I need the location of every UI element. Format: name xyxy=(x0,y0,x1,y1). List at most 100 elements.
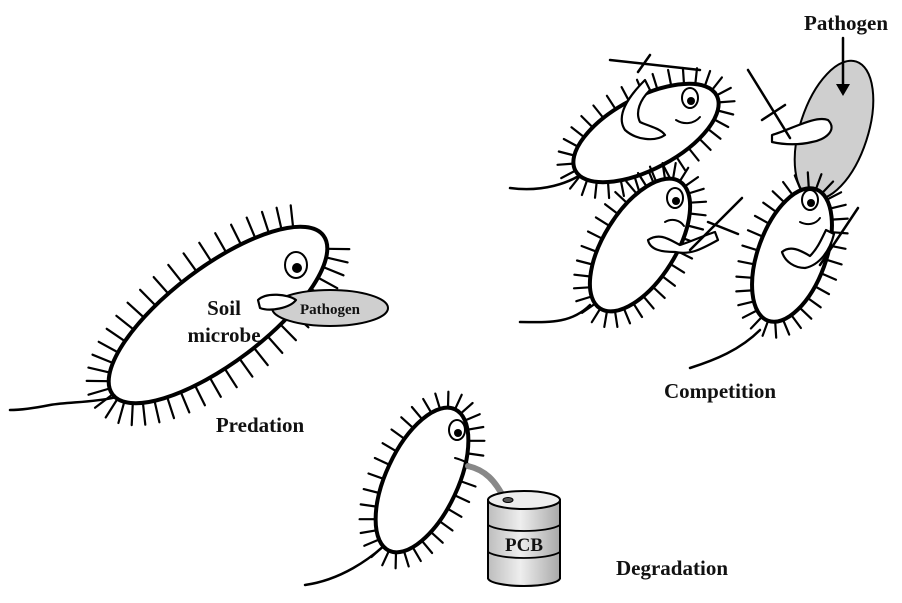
cilium xyxy=(93,355,113,363)
cilium xyxy=(392,430,405,439)
cilium xyxy=(364,540,379,546)
predation-label: Predation xyxy=(216,413,305,437)
cilium xyxy=(689,148,699,161)
predation-microbe: Pathogen Soil microbe Predation xyxy=(10,197,388,437)
cilium xyxy=(748,230,763,236)
pcb-label: PCB xyxy=(505,535,543,556)
cilium xyxy=(751,317,762,329)
cilium xyxy=(423,399,431,413)
cilium xyxy=(717,88,731,96)
cilium xyxy=(832,219,848,220)
cilium xyxy=(743,310,757,317)
cilium xyxy=(467,453,483,455)
cilium xyxy=(653,287,665,298)
cilium xyxy=(712,77,722,90)
soil-microbe-label-line2: microbe xyxy=(187,323,260,347)
cilium xyxy=(624,309,630,324)
cilium xyxy=(615,311,617,327)
cilium xyxy=(643,296,653,308)
cilium xyxy=(413,547,421,561)
competitor1-eye-icon xyxy=(682,88,698,108)
competition-group: Pathogen xyxy=(510,11,889,403)
cilium xyxy=(440,521,453,530)
pathogen-competitor-label: Pathogen xyxy=(804,11,888,35)
cilium xyxy=(595,182,597,198)
competitor2-eye-icon xyxy=(667,188,683,208)
cilium xyxy=(582,246,597,252)
predation-eye-icon xyxy=(285,252,307,278)
cilium xyxy=(154,277,169,294)
cilium xyxy=(662,276,675,286)
cilium xyxy=(763,203,776,212)
cilium xyxy=(742,246,757,251)
cilium xyxy=(561,171,575,179)
cilium xyxy=(576,297,591,302)
cilium xyxy=(460,481,475,486)
cilium xyxy=(465,414,480,420)
cilium xyxy=(89,389,110,395)
cilium xyxy=(685,177,698,186)
degrader-eye-icon xyxy=(449,420,465,440)
cilium xyxy=(435,394,440,409)
cilium xyxy=(668,70,671,86)
cilium xyxy=(736,277,752,278)
cilium xyxy=(705,71,710,86)
competition-label: Competition xyxy=(664,379,776,403)
cilium xyxy=(690,202,706,203)
cilium xyxy=(582,180,587,195)
cilium xyxy=(461,403,473,414)
cilium xyxy=(107,329,125,341)
cilium xyxy=(699,139,710,150)
cilium xyxy=(763,321,769,336)
cilium xyxy=(719,101,735,102)
cilium xyxy=(215,233,226,252)
cilium xyxy=(181,392,190,412)
cilium xyxy=(106,399,118,418)
cilium xyxy=(382,551,389,566)
cilium xyxy=(773,191,785,202)
cilium xyxy=(739,261,755,264)
cilium xyxy=(673,163,676,179)
cilium xyxy=(254,348,268,365)
cilium xyxy=(593,106,603,119)
cilium xyxy=(431,532,443,543)
cilium xyxy=(277,208,282,230)
cilium xyxy=(455,495,470,502)
cilium xyxy=(167,397,174,418)
cilium xyxy=(574,287,590,288)
cilium xyxy=(195,386,205,406)
cilium xyxy=(714,119,728,127)
cilium xyxy=(783,320,789,335)
cilium xyxy=(231,225,241,245)
cilium xyxy=(118,402,124,423)
cilium xyxy=(688,189,703,194)
cilium xyxy=(621,180,624,196)
cilium xyxy=(448,509,462,517)
cilium xyxy=(455,395,462,410)
cilium xyxy=(99,342,118,353)
cilium xyxy=(326,257,347,262)
cilium xyxy=(826,260,841,265)
cilium xyxy=(262,212,269,233)
cilium xyxy=(830,205,846,209)
cilium xyxy=(581,116,592,127)
cilium xyxy=(128,303,144,318)
cilium xyxy=(143,403,145,425)
degradation-group: PCB Degradation xyxy=(305,392,728,586)
cilium xyxy=(608,182,609,198)
cilium xyxy=(361,530,377,533)
cilium xyxy=(718,111,734,115)
cilium xyxy=(800,308,812,319)
cilium xyxy=(626,182,636,194)
degradation-label: Degradation xyxy=(616,556,728,580)
cilium xyxy=(422,541,432,553)
cilium xyxy=(199,243,211,261)
cilium xyxy=(574,275,590,277)
cilium xyxy=(783,182,793,195)
cilium xyxy=(323,267,343,275)
cilium xyxy=(688,226,704,230)
cilium xyxy=(775,322,776,338)
cilium xyxy=(690,214,706,216)
cilium xyxy=(808,172,809,188)
cilium xyxy=(225,369,237,388)
